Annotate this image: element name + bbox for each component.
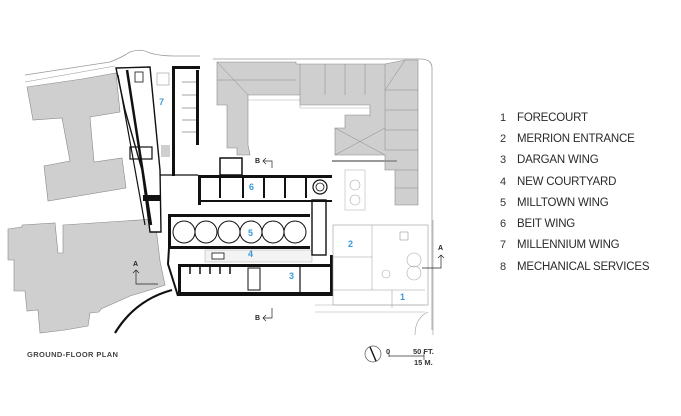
- plan-label-4: 4: [248, 249, 253, 259]
- plan-label-7: 7: [159, 97, 164, 107]
- scale-zero-label: 0: [386, 347, 391, 356]
- millennium-wing: [115, 66, 200, 233]
- legend-label: BEIT WING: [517, 218, 576, 231]
- beit-wing: [198, 157, 397, 205]
- forecourt-area: [315, 169, 434, 336]
- milltown-wing: [168, 214, 310, 249]
- legend-item: 1 FORECOURT: [500, 107, 649, 128]
- neighbour-building-north: [26, 72, 127, 202]
- section-marker-b-top: B: [255, 157, 273, 168]
- legend-number: 8: [500, 260, 506, 273]
- plan-label-2: 2: [348, 239, 353, 249]
- street-line-top: [24, 49, 200, 76]
- scale-meters-label: 15 M.: [414, 358, 433, 367]
- legend-number: 4: [500, 175, 506, 188]
- north-arrow-icon: [364, 345, 382, 363]
- legend-label: MILLTOWN WING: [517, 196, 609, 209]
- legend-number: 6: [500, 218, 506, 231]
- scale-feet-label: 50 FT.: [413, 347, 434, 356]
- legend-item: 2 MERRION ENTRANCE: [500, 128, 649, 149]
- legend-label: MECHANICAL SERVICES: [517, 260, 650, 273]
- legend-label: NEW COURTYARD: [517, 175, 617, 188]
- plan-label-6: 6: [249, 182, 254, 192]
- legend-label: FORECOURT: [517, 111, 588, 124]
- section-marker-a-right: A: [422, 245, 445, 269]
- legend-number: 5: [500, 196, 506, 209]
- legend-item: 3 DARGAN WING: [500, 150, 649, 171]
- legend-item: 6 BEIT WING: [500, 213, 649, 234]
- section-marker-b-bottom: B: [255, 308, 273, 322]
- legend-item: 5 MILLTOWN WING: [500, 192, 649, 213]
- svg-text:B: B: [255, 158, 260, 165]
- legend-label: DARGAN WING: [517, 154, 599, 167]
- legend-number: 2: [500, 132, 506, 145]
- dargan-wing: [178, 199, 333, 296]
- plan-label-3: 3: [289, 271, 294, 281]
- neighbour-building-south: [7, 218, 166, 334]
- curved-path-wall: [114, 288, 173, 334]
- legend-number: 7: [500, 239, 506, 252]
- svg-text:A: A: [133, 261, 138, 268]
- scale-bar: [388, 352, 425, 360]
- plan-label-1: 1: [400, 292, 405, 302]
- property-outline-top-right: [213, 58, 433, 330]
- new-courtyard: [204, 249, 313, 263]
- legend-item: 4 NEW COURTYARD: [500, 171, 649, 192]
- legend-item: 7 MILLENNIUM WING: [500, 235, 649, 256]
- section-marker-a-left: A: [132, 261, 158, 285]
- legend-label: MILLENNIUM WING: [517, 239, 620, 252]
- legend-item: 8 MECHANICAL SERVICES: [500, 256, 650, 277]
- legend-label: MERRION ENTRANCE: [517, 132, 635, 145]
- svg-text:A: A: [438, 245, 443, 252]
- leinster-house-existing: [216, 59, 419, 206]
- svg-text:B: B: [255, 315, 260, 322]
- legend-number: 3: [500, 154, 506, 167]
- plan-title: GROUND-FLOOR PLAN: [27, 350, 119, 359]
- plan-label-5: 5: [248, 228, 253, 238]
- legend-number: 1: [500, 111, 506, 124]
- legend: 1 FORECOURT 2 MERRION ENTRANCE 3 DARGAN WIN…: [500, 107, 650, 277]
